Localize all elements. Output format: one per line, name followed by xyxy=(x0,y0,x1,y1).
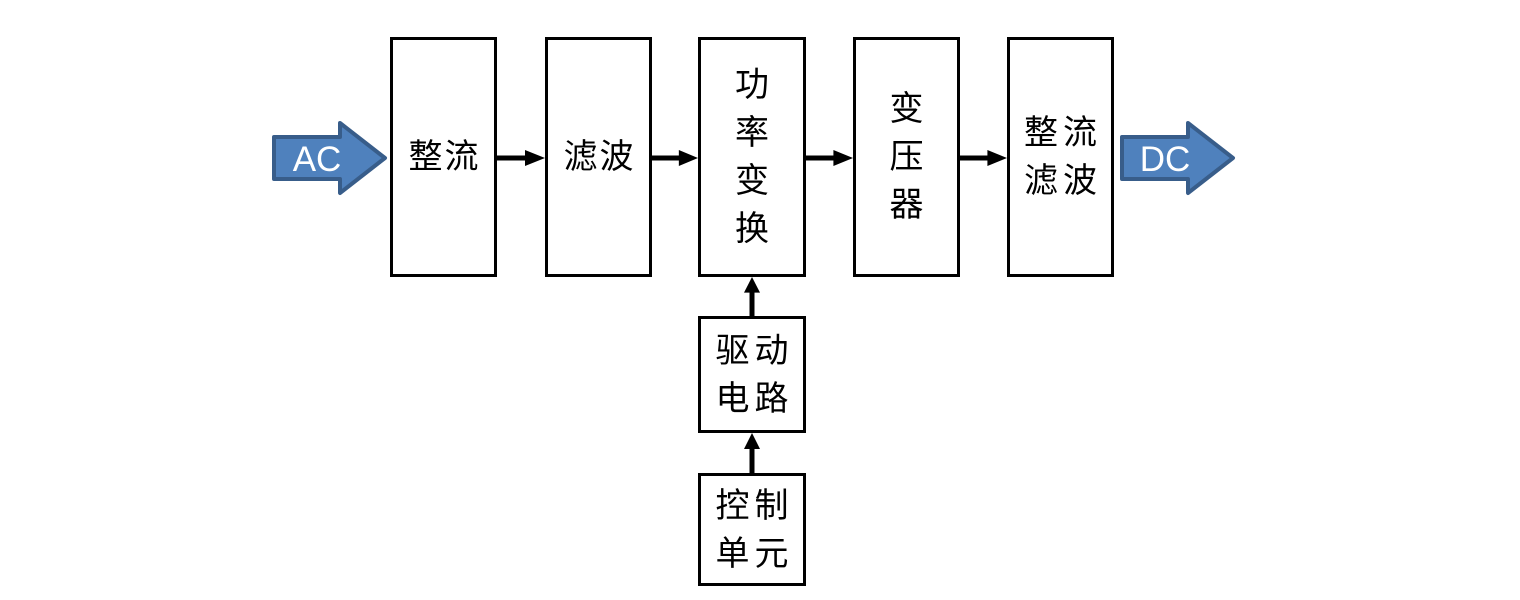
arrow-head xyxy=(744,433,760,449)
arrow-head xyxy=(744,277,760,293)
arrow-head xyxy=(833,150,853,166)
flow-box-rectifier-filter: 整流 滤波 xyxy=(1007,37,1114,277)
flow-box-rectifier-filter-label: 整流 滤波 xyxy=(1024,113,1102,201)
flow-box-transformer: 变压 器 xyxy=(853,37,960,277)
flow-arrow-transformer-to-rectifier-filter xyxy=(960,150,1007,166)
dc-arrow-shape xyxy=(1120,121,1235,195)
control-box-drive-circuit-label: 驱动 电路 xyxy=(715,330,794,419)
dc-output-arrow: DC xyxy=(1120,121,1235,195)
flow-arrow-drive-circuit-to-power-conversion xyxy=(744,277,760,316)
flow-arrow-filter-to-power-conversion xyxy=(652,150,698,166)
flow-box-power-conversion-label: 功率 变换 xyxy=(735,65,782,249)
flow-arrow-rectifier-to-filter xyxy=(497,150,545,166)
ac-input-arrow: AC xyxy=(272,121,387,195)
ac-arrow-shape xyxy=(272,121,387,195)
flow-box-rectifier: 整流 xyxy=(390,37,497,277)
ac-arrow-label: AC xyxy=(293,140,342,179)
flow-box-filter-label: 滤波 xyxy=(563,137,636,177)
flow-box-power-conversion: 功率 变换 xyxy=(698,37,806,277)
arrow-head xyxy=(987,150,1007,166)
control-box-control-unit: 控制 单元 xyxy=(698,473,806,586)
control-box-control-unit-label: 控制 单元 xyxy=(715,485,794,574)
flow-box-rectifier-label: 整流 xyxy=(408,137,481,177)
control-box-drive-circuit: 驱动 电路 xyxy=(698,316,806,433)
flow-arrow-control-unit-to-drive-circuit xyxy=(744,433,760,473)
flow-box-filter: 滤波 xyxy=(545,37,652,277)
dc-arrow-label: DC xyxy=(1140,140,1191,179)
flow-arrow-power-conversion-to-transformer xyxy=(806,150,853,166)
arrow-head xyxy=(678,150,698,166)
arrow-head xyxy=(525,150,545,166)
flow-box-transformer-label: 变压 器 xyxy=(889,89,937,225)
